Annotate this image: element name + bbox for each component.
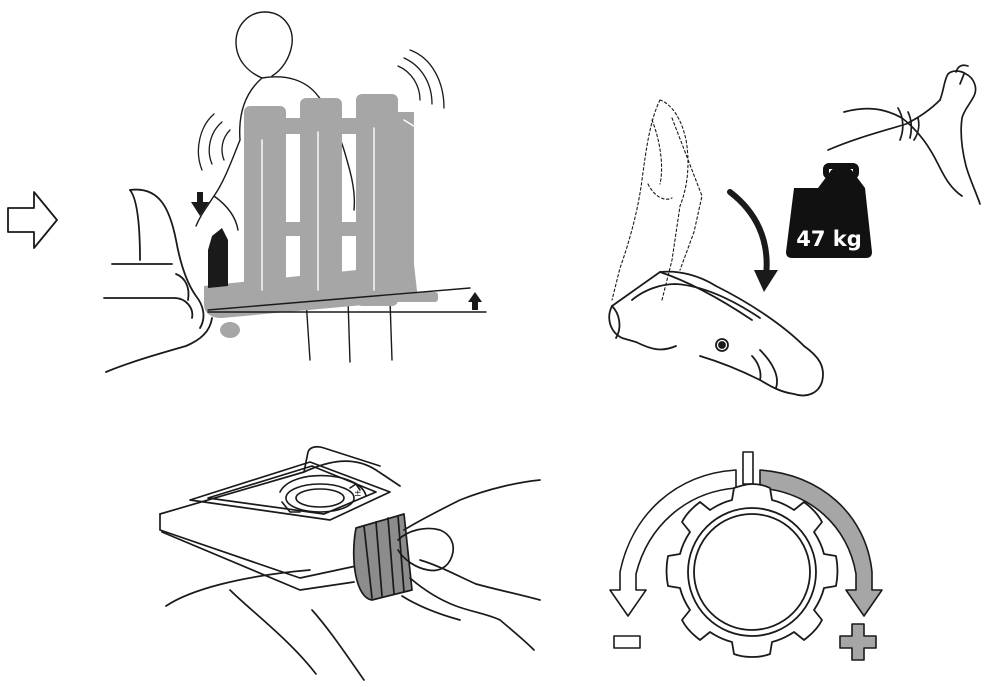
seat-install-panel [104,12,486,372]
arrow-up-icon [468,292,482,310]
hand [398,480,540,650]
gear-dial: ± [280,476,366,512]
vibration-marks-right [398,50,444,108]
folded-handle [609,272,823,396]
gear-outer [667,484,838,657]
release-handle [208,228,228,288]
seat-cushion [104,190,212,372]
dial-center-mark [743,452,753,484]
minus-icon [614,636,640,648]
svg-text:±: ± [354,489,362,499]
handle-fold-panel: 47 kg [609,65,980,395]
weight-badge: 47 kg [786,166,872,258]
dial-adjust-panel [610,452,882,660]
handle-raised-ghost [612,100,702,300]
knob-adjust-panel: ± [160,447,540,680]
curved-arrow-icon [730,192,778,292]
plus-icon [840,624,876,660]
vibration-marks-left [198,114,230,170]
weight-label: 47 kg [796,227,862,251]
arrow-down-icon [191,192,209,216]
step-arrow-icon [8,192,57,248]
